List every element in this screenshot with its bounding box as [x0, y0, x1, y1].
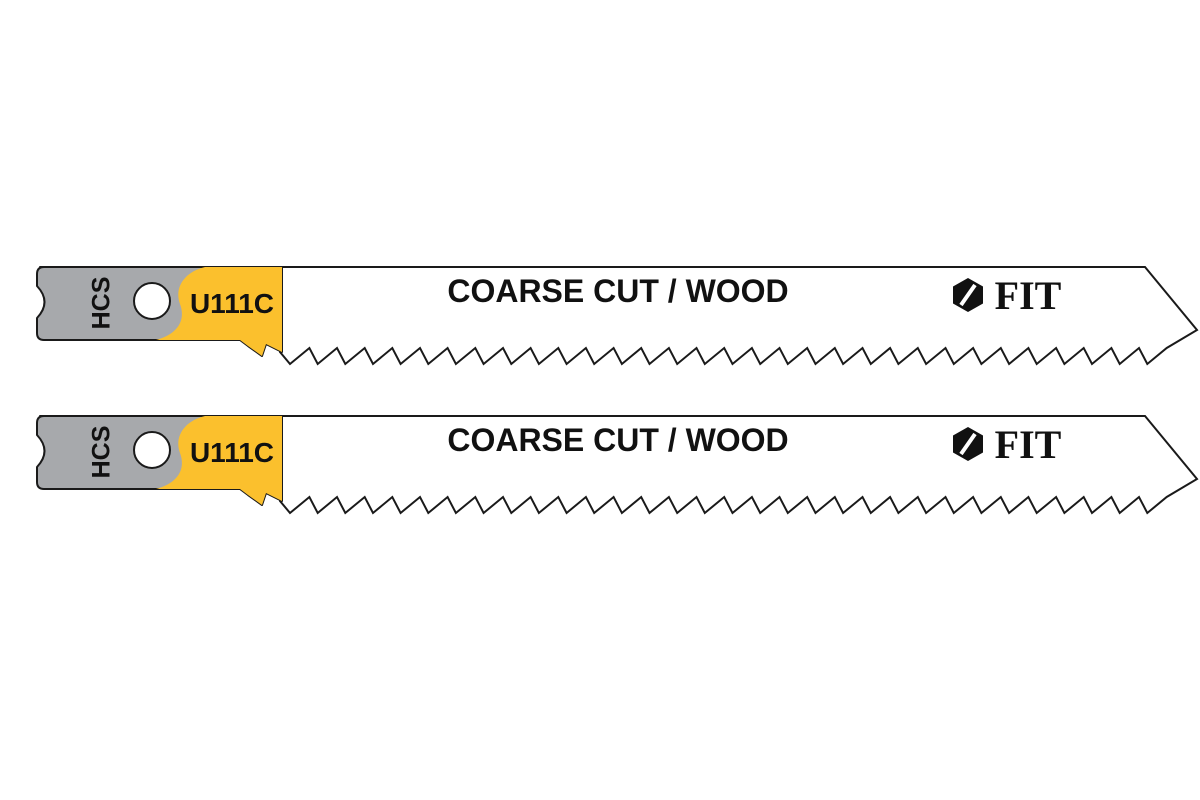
- brand-name: FIT: [995, 422, 1062, 467]
- jigsaw-blade-top: HCS U111C COARSE CUT / WOOD FIT: [36, 266, 1199, 366]
- material-label: HCS: [88, 426, 116, 479]
- hexagon-slash-logo-icon: [953, 278, 983, 312]
- blade-label-band: [156, 267, 282, 356]
- model-code: U111C: [190, 288, 274, 319]
- mounting-hole: [133, 282, 171, 320]
- model-code: U111C: [190, 437, 274, 468]
- blade-description: COARSE CUT / WOOD: [447, 273, 788, 309]
- hexagon-slash-logo-icon: [953, 427, 983, 461]
- blade-description: COARSE CUT / WOOD: [447, 422, 788, 458]
- blade-label-band: [156, 416, 282, 505]
- mounting-hole: [133, 431, 171, 469]
- brand-name: FIT: [995, 273, 1062, 318]
- jigsaw-blade-bottom: HCS U111C COARSE CUT / WOOD FIT: [36, 415, 1199, 515]
- material-label: HCS: [88, 277, 116, 330]
